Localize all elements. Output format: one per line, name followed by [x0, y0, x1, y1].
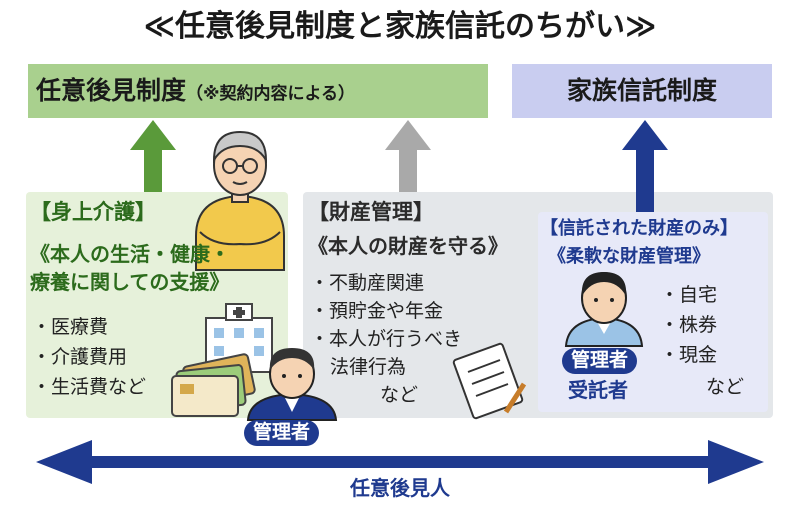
trust-item-4: など — [706, 376, 745, 398]
trust-item-1: ・自宅 — [660, 284, 718, 306]
care-item-2: ・介護費用 — [32, 346, 128, 368]
property-heading: 【財産管理】 — [308, 200, 434, 224]
bottom-label: 任意後見人 — [350, 476, 450, 500]
navy-up-arrow — [622, 120, 668, 212]
property-item-5: など — [380, 384, 419, 406]
trust-heading: 【信託された財産のみ】 — [540, 218, 738, 239]
property-item-1: ・不動産関連 — [310, 272, 425, 294]
bank-cards-illustration — [171, 353, 256, 417]
care-item-3: ・生活費など — [32, 376, 147, 398]
guardian-manager-badge: 管理者 — [244, 420, 320, 446]
header-right: 家族信託制度 — [566, 76, 717, 105]
trust-manager-badge: 管理者 — [562, 348, 638, 374]
header-right-box — [512, 64, 772, 118]
green-up-arrow — [130, 120, 176, 192]
care-heading: 【身上介護】 — [30, 200, 156, 224]
trust-item-3: ・現金 — [660, 344, 718, 366]
care-subheading-2: 療養に関しての支援》 — [30, 270, 230, 294]
trustee-label: 受託者 — [568, 378, 628, 402]
guardian-manager-illustration — [246, 348, 338, 421]
property-item-4: 法律行為 — [330, 356, 407, 378]
header-left: 任意後見制度（※契約内容による） — [36, 78, 355, 103]
double-arrow — [36, 440, 764, 484]
page-title: ≪任意後見制度と家族信託のちがい≫ — [143, 9, 657, 44]
header-left-note: （※契約内容による） — [186, 84, 356, 104]
header-left-label: 任意後見制度 — [36, 76, 187, 105]
property-subheading: 《本人の財産を守る》 — [308, 234, 508, 258]
trust-subheading: 《柔軟な財産管理》 — [548, 246, 710, 267]
elderly-person-illustration — [195, 130, 285, 271]
property-item-3: ・本人が行うべき — [310, 328, 463, 350]
gray-up-arrow — [385, 120, 431, 192]
care-item-1: ・医療費 — [32, 316, 109, 338]
clipboard-illustration — [452, 342, 527, 420]
header-left-box — [28, 64, 488, 118]
trustee-illustration — [564, 272, 644, 347]
care-subheading-1: 《本人の生活・健康・ — [30, 242, 230, 266]
property-item-2: ・預貯金や年金 — [310, 300, 444, 322]
trust-item-2: ・株券 — [660, 314, 718, 336]
